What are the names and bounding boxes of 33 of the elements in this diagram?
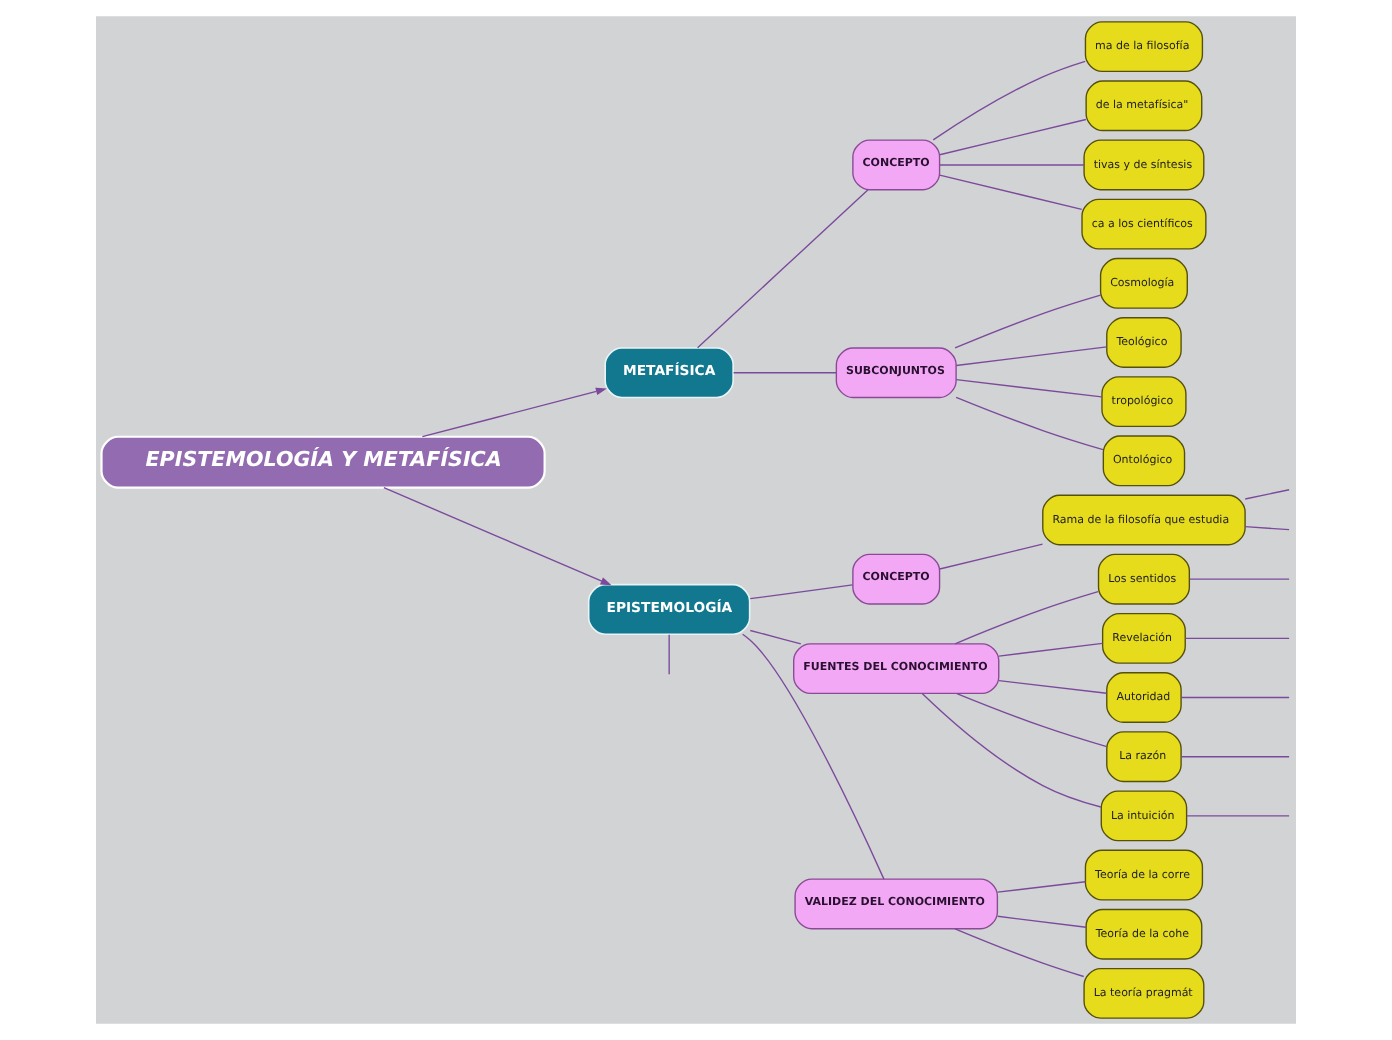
connector (954, 928, 1085, 978)
connector (998, 642, 1103, 657)
connector (749, 584, 854, 600)
connector (955, 396, 1104, 451)
connector (939, 118, 1087, 156)
connector (749, 629, 802, 645)
connector (955, 346, 1108, 367)
connector (1188, 578, 1290, 580)
connector (1184, 637, 1290, 640)
connector (1186, 815, 1290, 817)
connector (954, 591, 1099, 645)
connector (998, 679, 1108, 694)
connector (955, 379, 1103, 398)
connector (996, 881, 1087, 893)
connector (696, 189, 869, 349)
connector (1180, 696, 1290, 699)
node-box: EPISTEMOLOGÍA Y METAFÍSICA (100, 435, 546, 489)
connector (939, 174, 1083, 211)
connector (954, 294, 1102, 349)
arrow (383, 487, 612, 586)
connector (741, 633, 885, 880)
connector (921, 692, 1102, 808)
connector (732, 372, 837, 374)
connector (956, 692, 1108, 748)
connector (939, 164, 1085, 166)
connector (932, 60, 1086, 141)
connector (1244, 489, 1290, 500)
connector (668, 634, 670, 675)
connector (996, 915, 1087, 928)
arrow (421, 387, 607, 438)
connector (1244, 526, 1290, 531)
connector (1180, 756, 1290, 758)
connector (939, 543, 1044, 570)
